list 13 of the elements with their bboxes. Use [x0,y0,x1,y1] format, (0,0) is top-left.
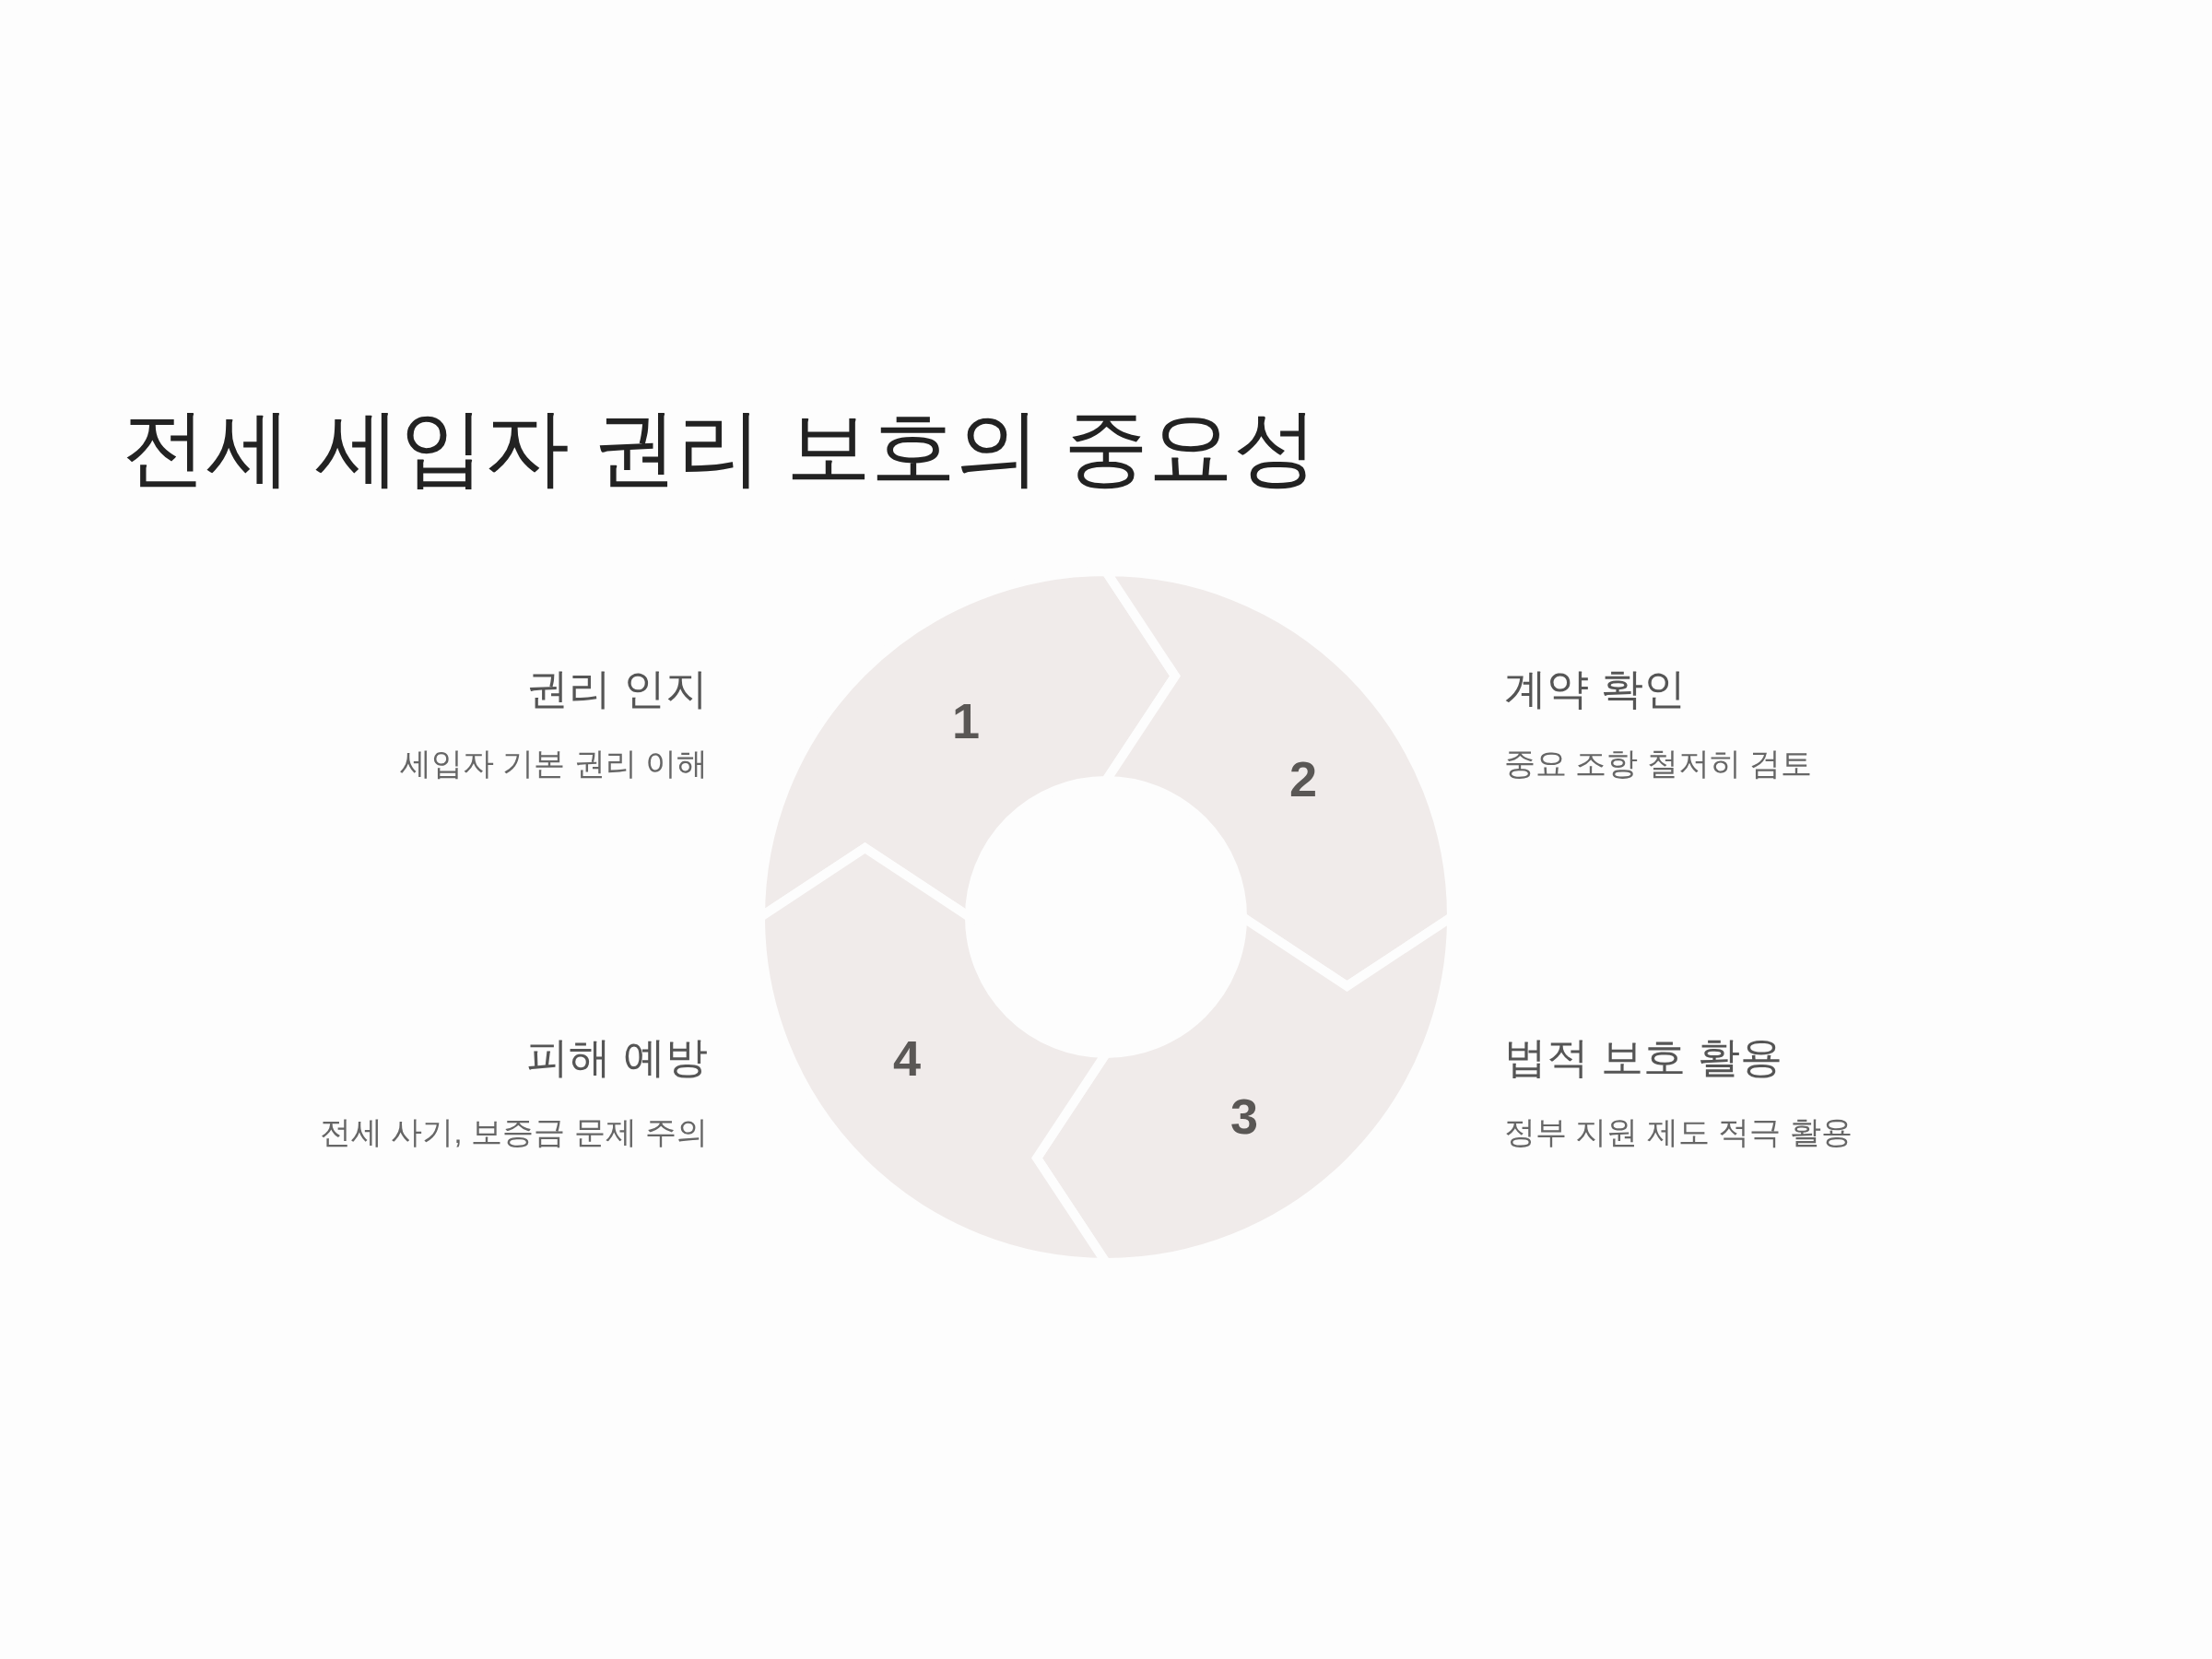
step-heading: 계약 확인 [1504,664,1686,714]
step-description: 전세 사기, 보증금 문제 주의 [319,1113,708,1151]
step-heading: 권리 인지 [526,664,708,714]
step-heading: 법적 보호 활용 [1504,1032,1783,1083]
step-number: 3 [1230,1091,1258,1141]
step-heading: 피해 예방 [526,1032,708,1083]
step-number: 2 [1289,754,1317,804]
step-description: 정부 지원 제도 적극 활용 [1504,1113,1853,1151]
step-number: 4 [893,1033,921,1083]
title: 전세 세입자 권리 보호의 중요성 [122,399,1319,496]
step-description: 중요 조항 철저히 검토 [1504,745,1813,782]
step-number: 1 [952,696,980,746]
step-description: 세입자 기본 권리 이해 [399,745,708,782]
